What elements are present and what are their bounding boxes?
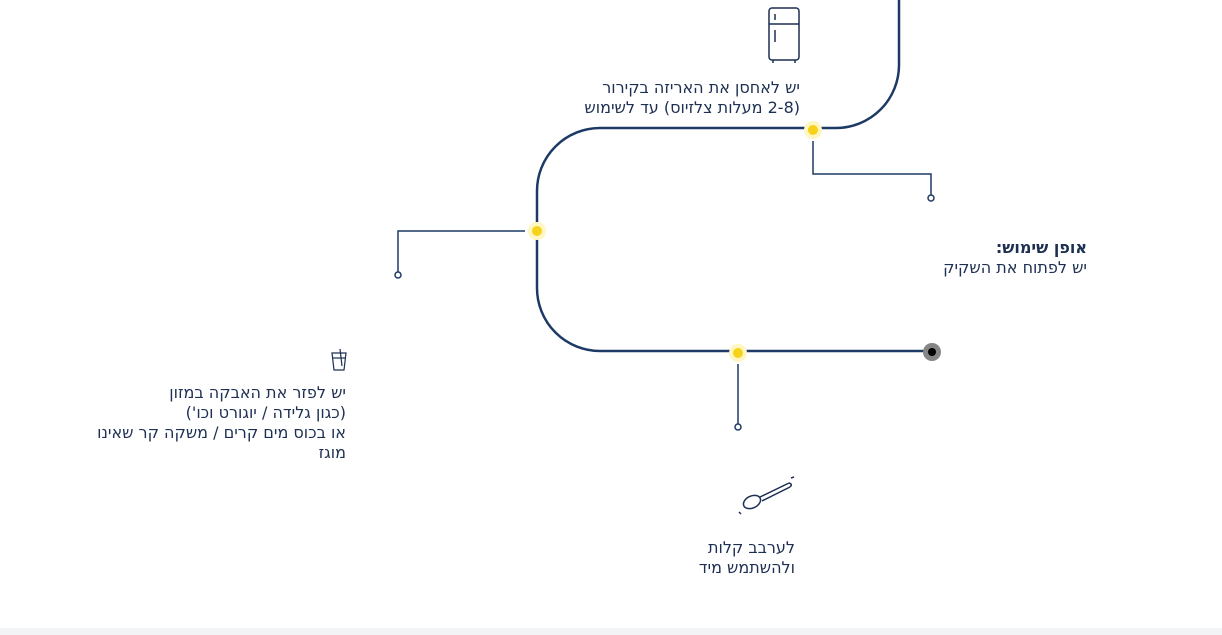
connector-end-spoon xyxy=(734,423,742,431)
step-spoon-text: לערבב קלות ולהשתמש מיד xyxy=(699,538,795,578)
step-fridge-text: יש לאחסן את האריזה בקירור (2-8 מעלות צלז… xyxy=(584,78,800,118)
node-cup xyxy=(528,222,546,240)
step-spoon-line-2: ולהשתמש מיד xyxy=(698,558,795,577)
connector-end-usage xyxy=(927,194,935,202)
usage-heading: אופן שימוש: xyxy=(995,238,1087,257)
step-cup-text: יש לפזר את האבקה במזון (כגון גלידה / יוג… xyxy=(97,383,346,463)
main-path xyxy=(535,0,932,353)
cup-icon xyxy=(331,348,347,371)
step-cup-line-2: (כגון גלידה / יוגורט וכו') xyxy=(185,403,346,422)
step-fridge-line-1: יש לאחסן את האריזה בקירור xyxy=(602,78,800,97)
fridge-icon xyxy=(768,7,800,63)
node-fridge xyxy=(804,121,822,139)
node-spoon xyxy=(729,344,747,362)
connector-end-cup xyxy=(394,271,402,279)
step-cup-line-1: יש לפזר את האבקה במזון xyxy=(169,383,346,402)
spoon-icon xyxy=(738,476,795,515)
usage-block: אופן שימוש: יש לפתוח את השקיק xyxy=(943,238,1087,278)
connector-usage xyxy=(812,141,932,195)
step-cup-line-4: מוגז xyxy=(318,443,346,462)
step-spoon-line-1: לערבב קלות xyxy=(707,538,795,557)
bottom-divider xyxy=(0,628,1222,635)
step-fridge-line-2: (2-8 מעלות צלזיוס) עד לשימוש xyxy=(584,98,800,117)
step-cup-line-3: או בכוס מים קרים / משקה קר שאינו xyxy=(97,423,346,442)
usage-instruction: יש לפתוח את השקיק xyxy=(943,258,1087,277)
connector-cup xyxy=(397,230,525,272)
path-end-dot xyxy=(923,343,941,361)
